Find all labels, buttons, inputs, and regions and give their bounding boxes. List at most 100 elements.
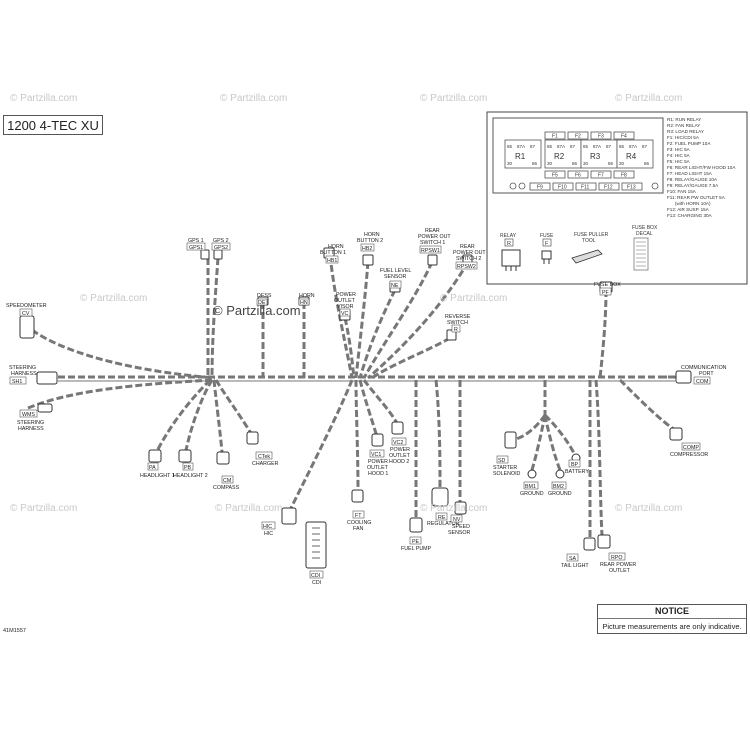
rear-power-switch1-name-3: SWITCH 1 [420,240,445,246]
fuse-box-legend: R1: RUN RELAY R2: FAN RELAY R3: LOAD REL… [667,117,736,218]
dess-name: DESS [257,293,272,299]
relay-r3: 85 87A 87 R3 30 86 [583,144,614,166]
fuse-slot [567,170,589,179]
relay-name: R2 [554,152,565,161]
diagram-title: 1200 4-TEC XU [3,115,103,135]
regulator-connector [431,487,449,507]
relay-part-icon [501,249,521,271]
speed-sensor-connector [454,501,467,515]
reverse-switch-name: REVERSE [445,314,471,320]
gps2-code: GPS2 [214,245,228,251]
power-outlet-visor-name: POWER [336,292,356,298]
relay-terminal: 30 [547,161,553,166]
ground2-terminal [555,469,565,479]
fuse-label: F10 [558,185,567,191]
cooling-fan-code: FT [355,513,362,519]
gps2-name: GPS 2 [213,238,229,244]
fuse-slot [613,170,635,179]
relay-name: R3 [590,152,601,161]
legend-line: R1: RUN RELAY [667,117,701,122]
power-outlet-hood2-code: VC2 [393,440,403,446]
fuse-part-icon [541,250,552,264]
starter-solenoid-name: STARTER [493,465,517,471]
watermark: © Partzilla.com [440,293,508,304]
fuel-level-name: FUEL LEVEL [380,268,411,274]
dess-code: DE [258,300,266,306]
fuse-label: F7 [598,173,604,179]
relay-r4: 85 87A 87 R4 30 86 [619,144,650,166]
fuse-box-decal-label: FUSE BOX [632,225,658,231]
ground1-code: BM1 [525,484,536,490]
reverse-switch-connector [446,329,457,341]
rear-power-switch1-name-2: POWER OUT [418,234,451,240]
relay-terminal: 30 [507,161,513,166]
legend-line: F11: REAR PW OUTLET 5A [667,195,726,200]
power-outlet-hood1-name: POWER [368,459,388,465]
starter-solenoid-code: SD [498,458,506,464]
cooling-fan-name: COOLING [347,520,371,526]
fuse-slot [590,170,612,179]
tail-light-connector [583,537,596,551]
power-outlet-hood1-code: VC1 [371,452,381,458]
horn-name: HORN [299,293,315,299]
legend-line: (with HORN 10A) [675,201,711,206]
ground1-terminal [527,469,537,479]
communication-port-connector [675,370,692,384]
compressor-code: COMP [683,445,699,451]
relay-terminal: 30 [619,161,625,166]
relay-terminal: 87 [606,144,612,149]
power-outlet-visor-name-2: OUTLET [334,298,356,304]
relay-part-code: R [507,241,511,247]
starter-solenoid-name-2: SOLENOID [493,471,521,477]
rear-power-switch2-name-3: SWITCH 2 [456,256,481,262]
power-outlet-visor-name-3: VISOR [337,304,354,310]
fuse-box-name: FUSE BOX [594,282,621,288]
legend-line: F4: HIC 5A [667,153,691,158]
charger-code: CTek [258,454,270,460]
fuse-label: F2 [575,134,581,140]
compressor-connector [669,427,683,441]
battery-code: BP [571,462,579,468]
headlight2-code: PB [184,465,192,471]
fuse-label: F12 [604,185,613,191]
hic-code: HIC [263,524,272,530]
regulator-name: REGULATOR [427,521,460,527]
watermark: © Partzilla.com [420,93,488,104]
fuse-slot [544,131,566,140]
cdi-connector [305,521,327,569]
fuel-pump-connector [409,517,423,533]
rear-power-outlet-name-2: OUTLET [609,568,631,574]
wms-name: STEERING [17,420,44,426]
relay-name: R1 [515,152,526,161]
fuse-slot [575,182,597,191]
legend-line: R2: FAN RELAY [667,123,700,128]
relay-part-label: RELAY [500,233,517,239]
steering-harness-connector [36,371,58,385]
power-outlet-hood2-connector [391,421,404,435]
fuse-box-panel: F1 F2 F3 F4 85 87A 87 R1 30 86 85 87A 87… [486,111,748,285]
fuse-slot [567,131,589,140]
cdi-name: CDI [312,580,321,586]
power-outlet-hood1-name-2: OUTLET [367,465,389,471]
legend-line: F1: HIC/CDI 5A [667,135,700,140]
fuse-slot [552,182,574,191]
fuse-label: F8 [621,173,627,179]
fuse-label: F4 [621,134,627,140]
horn-button2-connector [362,254,374,266]
speedometer-code: CV [22,311,30,317]
legend-line: F2: FUEL PUMP 10A [667,141,711,146]
communication-port-code: COM [696,379,708,385]
speed-sensor-name: SPEED [452,524,470,530]
wms-name-2: HARNESS [18,426,44,432]
headlight1-code: PA [149,465,156,471]
fuse-label: F5 [552,173,558,179]
fuse-box-bolts [509,182,659,190]
relay-terminal: 86 [644,161,650,166]
headlight1-name: HEADLIGHT 1 [140,473,175,479]
rear-power-outlet-connector [597,534,611,549]
watermark: © Partzilla.com [220,93,288,104]
headlight2-connector [178,449,192,463]
rear-power-outlet-code: RPO [611,555,622,561]
mid-fuse-row [544,170,635,179]
compass-code: CM [223,478,231,484]
